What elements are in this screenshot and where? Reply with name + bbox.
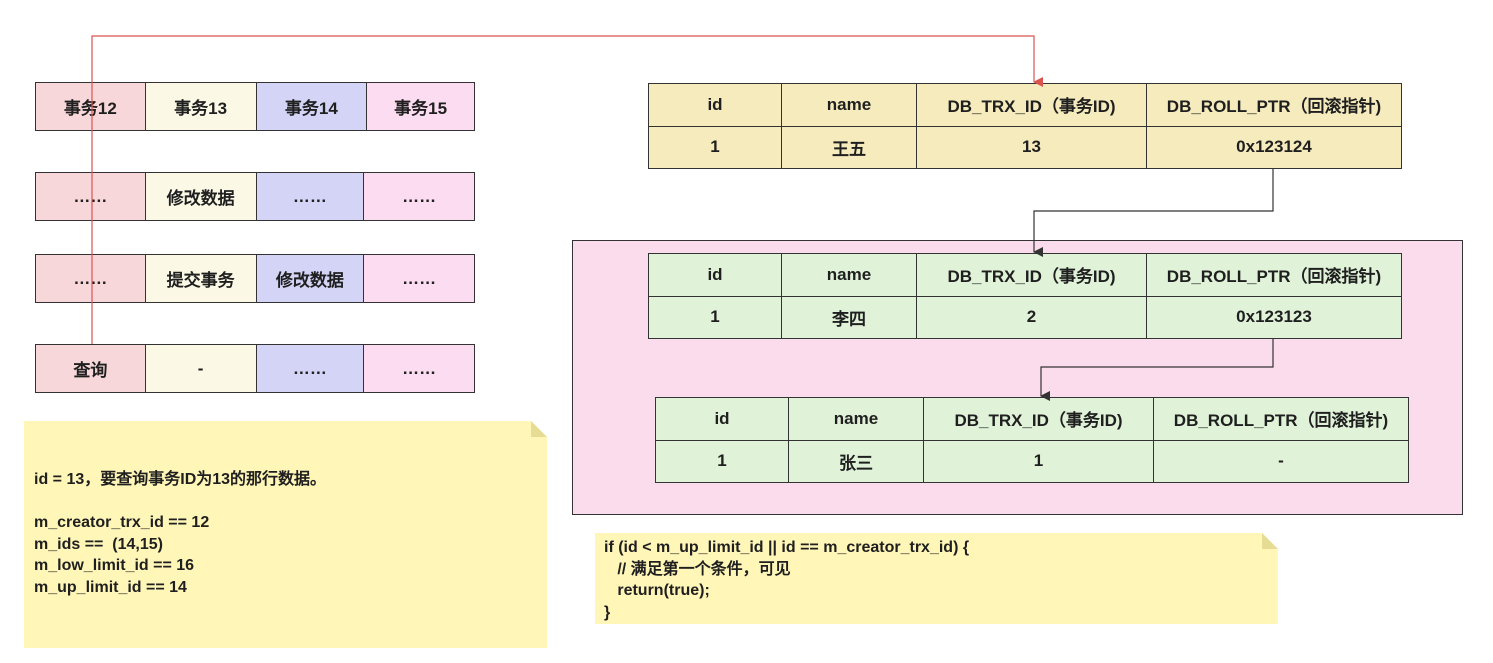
version-table-value-row: 1 张三 1 -: [655, 439, 1409, 483]
tx-row-header: 事务12 事务13 事务14 事务15: [35, 82, 475, 131]
version-table-value-row: 1 王五 13 0x123124: [648, 125, 1402, 169]
readview-note-text: id = 13，要查询事务ID为13的那行数据。 m_creator_trx_i…: [34, 471, 327, 596]
value-cell: 张三: [788, 439, 924, 483]
roll-ptr-arrow-2: [1040, 339, 1274, 401]
value-cell: 2: [916, 295, 1147, 339]
tx-cell: 提交事务: [144, 254, 257, 303]
tx-row-step-2: …… 提交事务 修改数据 ……: [35, 254, 475, 303]
header-cell: id: [655, 397, 789, 441]
header-cell: name: [781, 83, 917, 127]
tx-cell: ……: [35, 254, 146, 303]
header-cell: DB_TRX_ID（事务ID): [916, 253, 1147, 297]
roll-ptr-arrow-1: [1033, 169, 1274, 257]
header-cell: id: [648, 83, 782, 127]
version-table-header-row: id name DB_TRX_ID（事务ID) DB_ROLL_PTR（回滚指针…: [648, 253, 1402, 297]
version-table-undo-2: id name DB_TRX_ID（事务ID) DB_ROLL_PTR（回滚指针…: [655, 397, 1409, 483]
tx-cell: 查询: [35, 344, 146, 393]
value-cell: 0x123123: [1146, 295, 1402, 339]
visibility-code-text: if (id < m_up_limit_id || id == m_creato…: [604, 539, 970, 621]
tx-cell: -: [144, 344, 257, 393]
value-cell: 1: [923, 439, 1154, 483]
tx-cell: 事务15: [366, 82, 475, 131]
value-cell: 0x123124: [1146, 125, 1402, 169]
tx-cell: ……: [363, 172, 475, 221]
query-to-current-row-arrow: [91, 35, 1043, 344]
tx-cell: ……: [255, 172, 365, 221]
value-cell: 1: [655, 439, 789, 483]
tx-cell: ……: [363, 344, 475, 393]
header-cell: id: [648, 253, 782, 297]
header-cell: DB_ROLL_PTR（回滚指针): [1146, 253, 1402, 297]
transaction-timeline-grid: 事务12 事务13 事务14 事务15 …… 修改数据 …… …… …… 提交事…: [35, 82, 475, 394]
version-table-header-row: id name DB_TRX_ID（事务ID) DB_ROLL_PTR（回滚指针…: [655, 397, 1409, 441]
tx-cell: 事务14: [255, 82, 368, 131]
value-cell: 1: [648, 295, 782, 339]
tx-cell: 事务12: [35, 82, 146, 131]
tx-cell: 修改数据: [255, 254, 365, 303]
tx-cell: ……: [255, 344, 365, 393]
tx-row-step-1: …… 修改数据 …… ……: [35, 172, 475, 221]
readview-note: [24, 421, 547, 648]
value-cell: 13: [916, 125, 1147, 169]
tx-cell: ……: [363, 254, 475, 303]
value-cell: 王五: [781, 125, 917, 169]
header-cell: name: [781, 253, 917, 297]
tx-cell: ……: [35, 172, 146, 221]
version-table-undo-1: id name DB_TRX_ID（事务ID) DB_ROLL_PTR（回滚指针…: [648, 253, 1402, 339]
value-cell: 李四: [781, 295, 917, 339]
visibility-code-note: [595, 533, 1278, 624]
version-table-header-row: id name DB_TRX_ID（事务ID) DB_ROLL_PTR（回滚指针…: [648, 83, 1402, 127]
tx-row-step-3: 查询 - …… ……: [35, 344, 475, 393]
value-cell: -: [1153, 439, 1409, 483]
header-cell: name: [788, 397, 924, 441]
version-table-value-row: 1 李四 2 0x123123: [648, 295, 1402, 339]
header-cell: DB_ROLL_PTR（回滚指针): [1146, 83, 1402, 127]
header-cell: DB_TRX_ID（事务ID): [916, 83, 1147, 127]
version-table-current: id name DB_TRX_ID（事务ID) DB_ROLL_PTR（回滚指针…: [648, 83, 1402, 169]
